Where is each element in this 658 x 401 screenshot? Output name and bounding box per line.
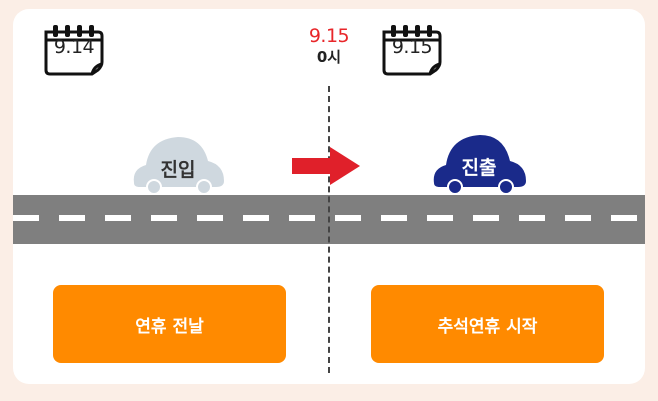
car-icon bbox=[433, 135, 526, 195]
boundary-time: 9.15 0시 bbox=[294, 25, 364, 67]
calendar-icon: 9.15 bbox=[378, 22, 446, 76]
entry-car: 진입 bbox=[128, 133, 228, 195]
pre-holiday-button[interactable]: 연휴 전날 bbox=[53, 285, 286, 363]
left-calendar-date: 9.14 bbox=[53, 36, 95, 58]
car-icon bbox=[133, 137, 224, 195]
right-calendar-date: 9.15 bbox=[391, 36, 433, 58]
arrow-right-icon bbox=[292, 147, 362, 189]
exit-car-label: 진출 bbox=[461, 157, 497, 179]
boundary-date: 9.15 bbox=[308, 25, 350, 47]
boundary-hour: 0시 bbox=[316, 48, 342, 66]
holiday-start-button[interactable]: 추석연휴 시작 bbox=[371, 285, 604, 363]
entry-car-label: 진입 bbox=[160, 159, 196, 181]
calendar-icon: 9.14 bbox=[40, 22, 108, 76]
boundary-divider bbox=[328, 86, 330, 373]
exit-car: 진출 bbox=[428, 131, 530, 195]
